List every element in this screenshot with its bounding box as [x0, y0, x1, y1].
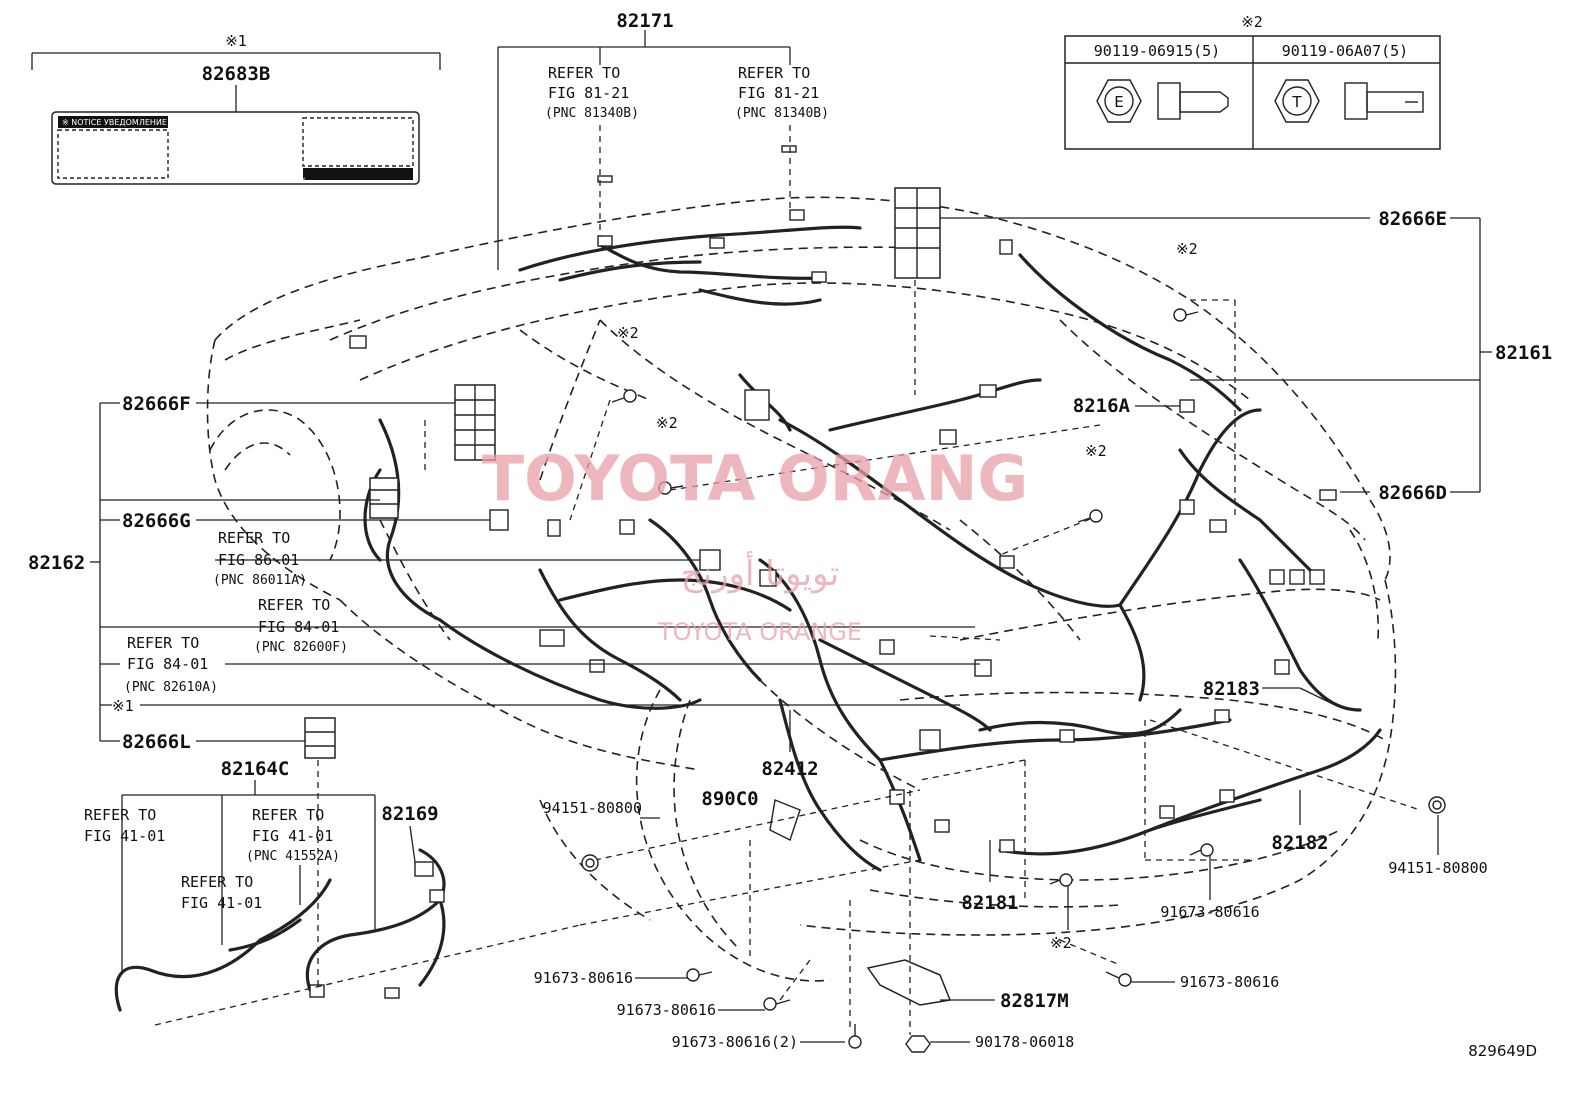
refer-note-fig84-01-upper: REFER TO FIG 84-01 (PNC 82600F) — [254, 596, 348, 655]
callout-82161: 82161 — [1495, 342, 1552, 364]
refer-line: REFER TO — [738, 64, 810, 82]
callout-82666d: 82666D — [1378, 482, 1447, 504]
note-2-c: ※2 — [656, 414, 678, 432]
refer-line: (PNC 82600F) — [254, 640, 348, 655]
callout-82181: 82181 — [961, 892, 1018, 914]
leader-lines — [90, 30, 1492, 1043]
callout-82164c: 82164C — [221, 758, 290, 780]
refer-note-fig81-21-left: REFER TO FIG 81-21 (PNC 81340B) — [545, 64, 639, 121]
notice-text-top: ※ NOTICE УВЕДОМЛЕНИЕ — [62, 118, 167, 127]
refer-line: REFER TO — [252, 806, 324, 824]
callout-82666e: 82666E — [1378, 208, 1447, 230]
note-1-top: ※1 — [225, 32, 247, 50]
refer-line: FIG 84-01 — [127, 655, 208, 673]
refer-notes: REFER TO FIG 81-21 (PNC 81340B) REFER TO… — [84, 64, 829, 912]
note-2-d: ※2 — [1085, 442, 1107, 460]
refer-line: REFER TO — [84, 806, 156, 824]
watermark: TOYOTA ORANG تويوتا أورنج TOYOTA ORANGE — [482, 442, 1028, 646]
watermark-main: TOYOTA ORANG — [482, 442, 1028, 515]
refer-note-fig41-01-middle: REFER TO FIG 41-01 — [181, 873, 262, 912]
notice-label-82683b: ※ NOTICE УВЕДОМЛЕНИЕ ※ NOTICE УВЕДОМЛЕНИ… — [31, 52, 441, 185]
refer-line: FIG 86-01 — [218, 551, 299, 569]
refer-line: (PNC 82610A) — [124, 680, 218, 695]
callout-82666f: 82666F — [122, 393, 191, 415]
fastener-90178: 90178-06018 — [975, 1033, 1074, 1051]
fastener-91673-d: 91673-80616 — [1160, 903, 1259, 921]
refer-line: FIG 41-01 — [252, 827, 333, 845]
fastener-91673-a: 91673-80616 — [534, 969, 633, 987]
refer-line: (PNC 81340B) — [735, 106, 829, 121]
callout-82412: 82412 — [761, 758, 818, 780]
note-2-a: ※2 — [1176, 240, 1198, 258]
note-2-e: ※2 — [1050, 934, 1072, 952]
callout-890c0: 890C0 — [701, 788, 758, 810]
refer-line: REFER TO — [181, 873, 253, 891]
watermark-arabic: تويوتا أورنج — [681, 551, 839, 594]
callout-82817m: 82817M — [1000, 990, 1069, 1012]
callout-labels: 82171 ※1 82683B ※2 90119-06915(5) 90119-… — [28, 10, 1552, 1012]
connectors — [309, 145, 1337, 999]
refer-line: FIG 41-01 — [181, 894, 262, 912]
refer-line: FIG 84-01 — [258, 618, 339, 636]
callout-82169: 82169 — [381, 803, 438, 825]
refer-note-fig86-01: REFER TO FIG 86-01 (PNC 86011A) — [213, 529, 307, 588]
refer-line: (PNC 41552A) — [246, 849, 340, 864]
bolt-header-col2: 90119-06A07(5) — [1282, 42, 1408, 60]
callout-8216a: 8216A — [1073, 395, 1131, 417]
fastener-91673-e: 91673-80616 — [1180, 973, 1279, 991]
note-2-b: ※2 — [617, 324, 639, 342]
wire-harness — [114, 225, 1382, 1012]
refer-line: (PNC 81340B) — [545, 106, 639, 121]
refer-note-fig81-21-right: REFER TO FIG 81-21 (PNC 81340B) — [735, 64, 829, 121]
note-1-side: ※1 — [112, 697, 134, 715]
bolt-table: E T — [1064, 35, 1441, 150]
fastener-labels: 94151-80800 94151-80800 91673-80616 9167… — [534, 799, 1488, 1051]
refer-note-fig41-01-pnc: REFER TO FIG 41-01 (PNC 41552A) — [246, 806, 340, 864]
fastener-94151-left: 94151-80800 — [543, 799, 642, 817]
refer-line: REFER TO — [127, 634, 199, 652]
refer-note-fig41-01-left: REFER TO FIG 41-01 — [84, 806, 165, 845]
fastener-91673-b: 91673-80616 — [617, 1001, 716, 1019]
refer-line: REFER TO — [218, 529, 290, 547]
refer-line: (PNC 86011A) — [213, 573, 307, 588]
callout-82683b: 82683B — [202, 63, 271, 85]
callout-82666l: 82666L — [122, 731, 191, 753]
callout-82162: 82162 — [28, 552, 85, 574]
bolt-mark-e: E — [1114, 93, 1123, 111]
bolt-header-col1: 90119-06915(5) — [1094, 42, 1220, 60]
note-2-top: ※2 — [1241, 13, 1263, 31]
notice-text-bottom: ※ NOTICE УВЕДОМЛЕНИЕ — [201, 175, 306, 184]
bolt-mark-t: T — [1291, 93, 1302, 111]
refer-note-fig84-01-lower: REFER TO FIG 84-01 (PNC 82610A) — [124, 634, 218, 695]
callout-82182: 82182 — [1271, 832, 1328, 854]
refer-line: REFER TO — [548, 64, 620, 82]
callout-82171: 82171 — [616, 10, 673, 32]
fastener-91673-c: 91673-80616(2) — [672, 1033, 798, 1051]
fastener-94151-right: 94151-80800 — [1388, 859, 1487, 877]
refer-line: FIG 81-21 — [548, 84, 629, 102]
watermark-sub: TOYOTA ORANGE — [657, 618, 862, 646]
callout-82183: 82183 — [1203, 678, 1260, 700]
refer-line: REFER TO — [258, 596, 330, 614]
refer-line: FIG 81-21 — [738, 84, 819, 102]
callout-82666g: 82666G — [122, 510, 191, 532]
junction-blocks — [304, 187, 952, 1006]
fasteners — [581, 308, 1446, 1053]
diagram-code: 829649D — [1468, 1042, 1537, 1060]
refer-line: FIG 41-01 — [84, 827, 165, 845]
